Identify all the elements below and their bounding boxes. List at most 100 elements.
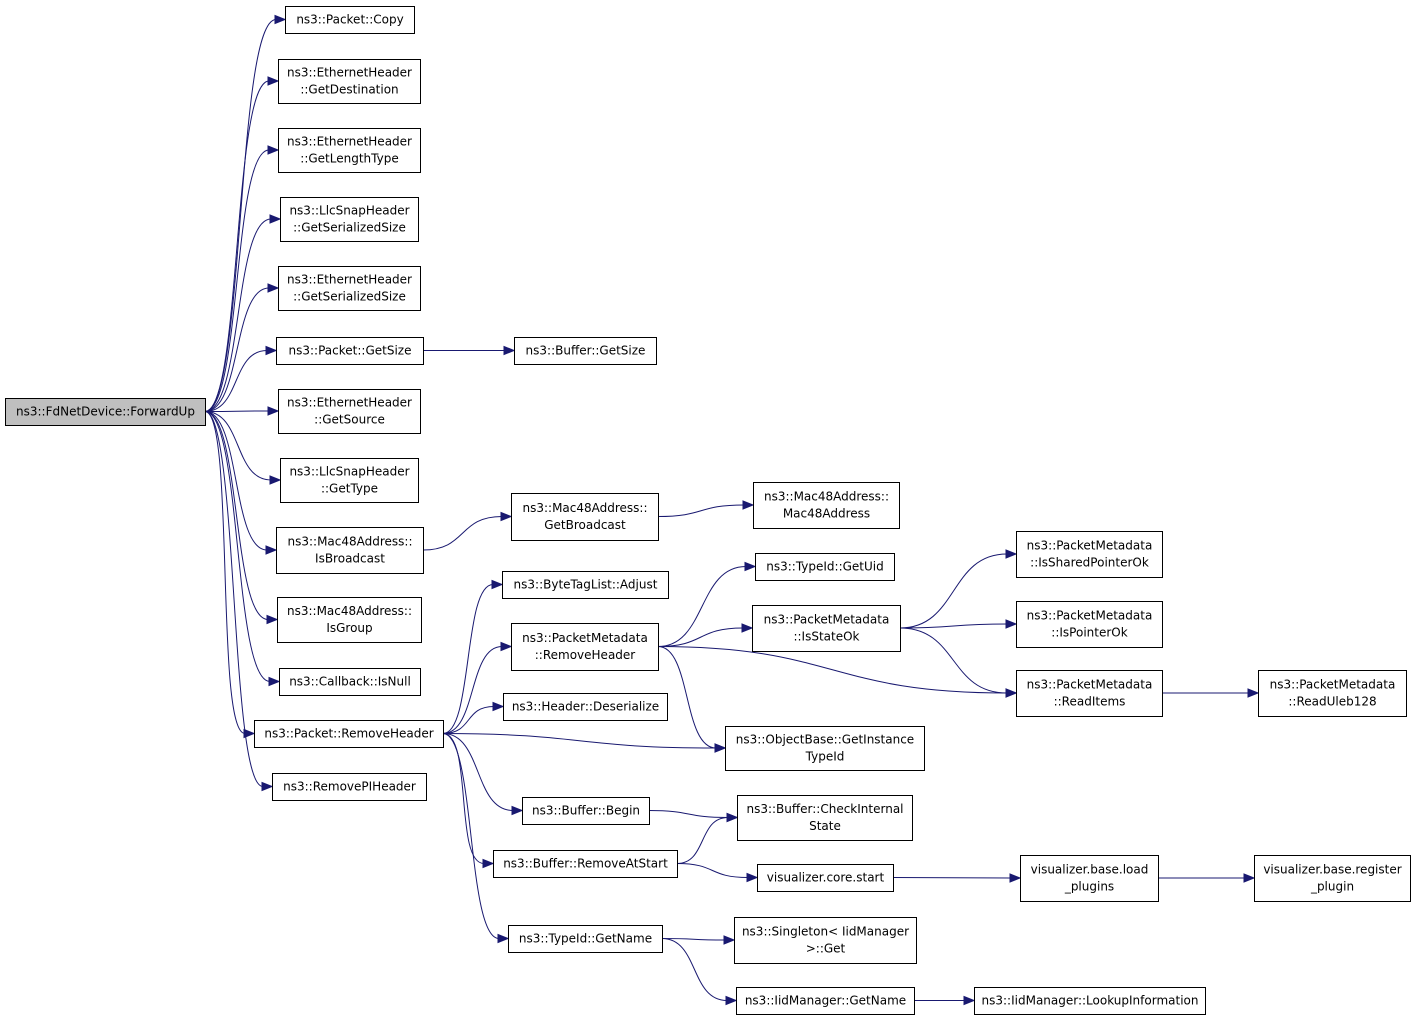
node-ns3-llcsnapheader-getserializedsize[interactable]: ns3::LlcSnapHeader::GetSerializedSize (280, 197, 419, 242)
node-ns3-header-deserialize[interactable]: ns3::Header::Deserialize (503, 693, 668, 721)
arrowhead-icon (265, 345, 278, 356)
node-box (272, 773, 427, 801)
node-ns3-mac48address-mac48address[interactable]: ns3::Mac48Address::Mac48Address (753, 482, 900, 529)
node-visualizer-core-start[interactable]: visualizer.core.start (757, 864, 894, 892)
arrowhead-icon (746, 872, 759, 883)
edge-isstateok-to-isptr (899, 619, 1018, 629)
node-ns3-packetmetadata-issharedpointerok[interactable]: ns3::PacketMetadata::IsSharedPointerOk (1016, 531, 1163, 578)
node-ns3-iidmanager-lookupinformation[interactable]: ns3::IidManager::LookupInformation (974, 987, 1206, 1015)
node-ns3-packetmetadata-readuleb128[interactable]: ns3::PacketMetadata::ReadUleb128 (1258, 670, 1407, 717)
node-ns3-packetmetadata-isstateok[interactable]: ns3::PacketMetadata::IsStateOk (752, 605, 901, 652)
node-ns3-typeid-getuid[interactable]: ns3::TypeId::GetUid (755, 553, 895, 581)
node-ns3-mac48address-isgroup[interactable]: ns3::Mac48Address::IsGroup (277, 597, 422, 643)
edge-rmhdr-to-getname (442, 733, 510, 944)
node-label: ns3::IidManager::LookupInformation (982, 994, 1199, 1008)
node-label: ns3::Packet::Copy (296, 13, 403, 27)
edge-line (204, 411, 271, 682)
edge-root-to-gettype (204, 411, 282, 485)
node-ns3-mac48address-isbroadcast[interactable]: ns3::Mac48Address::IsBroadcast (276, 527, 424, 574)
node-label: ns3::EthernetHeader (287, 66, 412, 80)
edge-root-to-getdest (204, 76, 280, 412)
node-ns3-removepiheader[interactable]: ns3::RemovePIHeader (272, 773, 427, 801)
node-ns3-buffer-getsize[interactable]: ns3::Buffer::GetSize (514, 337, 657, 365)
edge-root-to-rmpi (204, 411, 274, 792)
node-box (278, 389, 421, 434)
edge-pmrmhdr-to-getinst (657, 646, 727, 753)
node-ns3-mac48address-getbroadcast[interactable]: ns3::Mac48Address::GetBroadcast (511, 493, 659, 541)
edge-rmhdr-to-rmatstart (442, 733, 495, 869)
arrowhead-icon (267, 406, 280, 416)
edge-line (676, 817, 729, 864)
node-ns3-typeid-getname[interactable]: ns3::TypeId::GetName (508, 925, 663, 953)
edge-pktsize-to-bufsize (423, 345, 516, 356)
node-ns3-fdnetdevice-forwardup[interactable]: ns3::FdNetDevice::ForwardUp (5, 398, 206, 426)
edge-root-to-isnull (204, 411, 281, 687)
node-ns3-ethernetheader-getserializedsize[interactable]: ns3::EthernetHeader::GetSerializedSize (278, 266, 421, 311)
edge-root-to-llcsize (204, 214, 282, 412)
arrowhead-icon (265, 545, 278, 555)
node-box (752, 605, 901, 652)
edge-root-to-isbcast (204, 411, 278, 555)
node-ns3-packet-removeheader[interactable]: ns3::Packet::RemoveHeader (254, 720, 444, 748)
node-ns3-packetmetadata-readitems[interactable]: ns3::PacketMetadata::ReadItems (1016, 670, 1163, 717)
edge-root-to-pktsize (204, 345, 278, 412)
edge-pmrmhdr-to-getuid (657, 561, 757, 647)
node-box (277, 597, 422, 643)
arrowhead-icon (492, 701, 505, 712)
node-label: State (809, 819, 841, 833)
edge-line (899, 627, 1008, 694)
node-ns3-packetmetadata-removeheader[interactable]: ns3::PacketMetadata::RemoveHeader (511, 623, 659, 671)
node-box (280, 197, 419, 242)
node-ns3-ethernetheader-getlengthtype[interactable]: ns3::EthernetHeader::GetLengthType (278, 128, 421, 173)
edge-isstateok-to-readitems (899, 627, 1018, 698)
node-label: ns3::PacketMetadata (1270, 678, 1396, 692)
node-label: ns3::EthernetHeader (287, 273, 412, 287)
node-label: visualizer.base.load (1031, 863, 1149, 877)
node-ns3-buffer-removeatstart[interactable]: ns3::Buffer::RemoveAtStart (493, 850, 678, 878)
node-label: ns3::RemovePIHeader (283, 780, 416, 794)
node-visualizer-base-load-plugins[interactable]: visualizer.base.load_plugins (1020, 855, 1159, 902)
arrowhead-icon (497, 933, 510, 944)
arrowhead-icon (714, 743, 727, 753)
edge-line (899, 553, 1008, 629)
node-ns3-packetmetadata-ispointerok[interactable]: ns3::PacketMetadata::IsPointerOk (1016, 601, 1163, 648)
edge-line (204, 411, 272, 481)
node-ns3-buffer-begin[interactable]: ns3::Buffer::Begin (522, 797, 650, 825)
node-label: ns3::Callback::IsNull (289, 675, 411, 689)
node-label: ::GetSource (314, 413, 385, 427)
node-ns3-packet-getsize[interactable]: ns3::Packet::GetSize (276, 337, 424, 365)
edge-readitems-to-readuleb (1161, 688, 1260, 698)
node-ns3-singleton-iidmanager-get[interactable]: ns3::Singleton< IidManager>::Get (734, 917, 917, 964)
edge-line (204, 80, 270, 412)
edge-rmhdr-to-deser (442, 701, 505, 734)
node-label: ns3::ObjectBase::GetInstance (736, 733, 914, 747)
edge-root-to-ethsize (204, 283, 280, 412)
node-box (737, 795, 913, 841)
node-ns3-bytetaglist-adjust[interactable]: ns3::ByteTagList::Adjust (502, 571, 669, 599)
arrowhead-icon (744, 561, 757, 572)
node-box (493, 850, 678, 878)
node-ns3-llcsnapheader-gettype[interactable]: ns3::LlcSnapHeader::GetType (280, 458, 419, 503)
edge-line (648, 810, 729, 818)
edge-getname-to-singleton (661, 935, 736, 945)
edge-line (204, 149, 270, 412)
node-ns3-callback-isnull[interactable]: ns3::Callback::IsNull (279, 668, 421, 696)
edge-line (657, 627, 744, 647)
node-label: Mac48Address (783, 507, 870, 521)
node-label: ::RemoveHeader (535, 648, 636, 662)
node-box (276, 337, 424, 365)
node-box (1020, 855, 1159, 902)
node-ns3-ethernetheader-getsource[interactable]: ns3::EthernetHeader::GetSource (278, 389, 421, 434)
node-ns3-ethernetheader-getdestination[interactable]: ns3::EthernetHeader::GetDestination (278, 59, 421, 104)
node-ns3-packet-copy[interactable]: ns3::Packet::Copy (285, 6, 415, 34)
arrowhead-icon (741, 623, 754, 633)
node-box (736, 987, 915, 1015)
node-ns3-iidmanager-getname[interactable]: ns3::IidManager::GetName (736, 987, 915, 1015)
node-label: ns3::LlcSnapHeader (289, 465, 409, 479)
node-visualizer-base-register-plugin[interactable]: visualizer.base.register_plugin (1254, 855, 1411, 902)
node-label: ::ReadItems (1054, 695, 1126, 709)
node-label: ns3::Packet::RemoveHeader (264, 727, 433, 741)
